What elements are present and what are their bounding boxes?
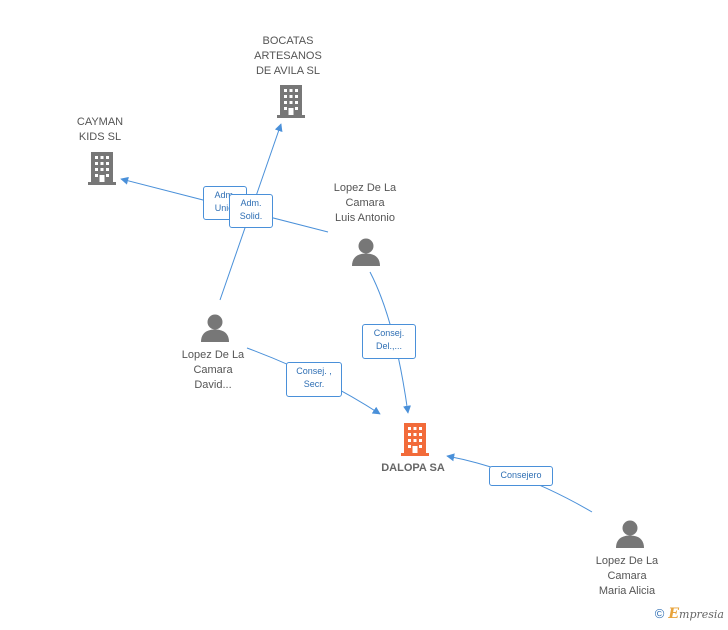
person-icon[interactable] — [616, 520, 644, 549]
edge-label-luis-consej[interactable]: Consej. Del.,... — [362, 324, 416, 359]
edge-label-maria-consejero[interactable]: Consejero — [489, 466, 553, 486]
footer-brand[interactable]: ©Empresia — [655, 606, 724, 622]
building-icon[interactable] — [277, 85, 305, 118]
node-label-dalopa[interactable]: DALOPA SA — [381, 462, 445, 474]
node-label-cayman[interactable]: CAYMAN KIDS SL — [76, 116, 124, 143]
building-icon[interactable] — [401, 423, 429, 456]
brand-logo: Empresia — [668, 606, 724, 622]
node-label-david[interactable]: Lopez De La Camara David... — [181, 349, 245, 391]
node-label-maria[interactable]: Lopez De La Camara Maria Alicia — [595, 555, 659, 597]
edge-label-bocatas-adm[interactable]: Adm. Solid. — [229, 194, 273, 228]
brand-name: mpresia — [679, 608, 724, 621]
node-label-luis[interactable]: Lopez De La Camara Luis Antonio — [333, 182, 397, 224]
brand-initial: E — [668, 606, 680, 622]
building-icon[interactable] — [88, 152, 116, 185]
copyright-symbol: © — [654, 606, 665, 621]
node-label-bocatas[interactable]: BOCATAS ARTESANOS DE AVILA SL — [254, 35, 322, 77]
person-icon[interactable] — [201, 314, 229, 343]
person-icon[interactable] — [352, 238, 380, 267]
edge-label-david-consej[interactable]: Consej. , Secr. — [286, 362, 342, 397]
